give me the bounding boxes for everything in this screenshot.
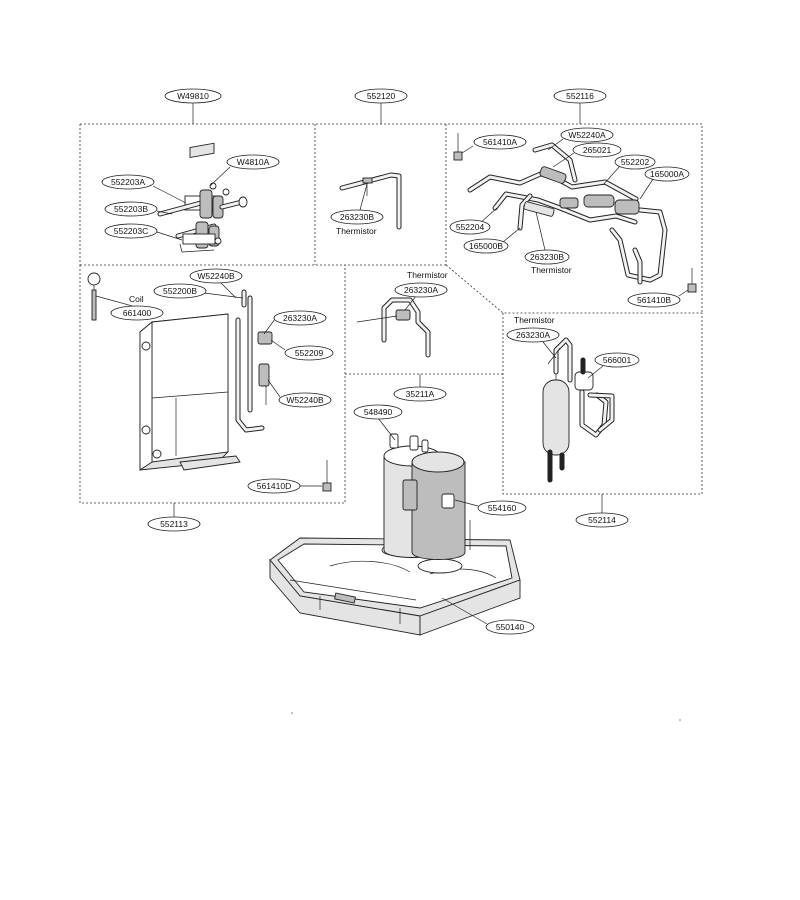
- svg-text:561410D: 561410D: [257, 481, 292, 491]
- group-label-35211a: 35211A: [406, 389, 435, 399]
- group-header-552113[interactable]: 552113: [147, 503, 201, 532]
- frame-552114: [502, 313, 703, 495]
- svg-text:548490: 548490: [364, 407, 393, 417]
- svg-text:552203C: 552203C: [114, 226, 149, 236]
- callout-561410a[interactable]: 561410A: [461, 134, 527, 154]
- callout-552200b[interactable]: 552200B: [153, 283, 244, 299]
- group-label-552120: 552120: [367, 91, 396, 101]
- frame-552113: [79, 265, 346, 504]
- group-header-w49810[interactable]: W49810: [164, 88, 222, 124]
- note-thermistor-1: Thermistor: [336, 226, 377, 236]
- note-thermistor-3: Thermistor: [407, 270, 448, 280]
- svg-text:552203A: 552203A: [111, 177, 145, 187]
- svg-text:661400: 661400: [123, 308, 152, 318]
- stray-mark: [291, 712, 293, 714]
- callout-548490[interactable]: 548490: [353, 404, 403, 441]
- compressor-base-drawing: [269, 433, 521, 636]
- heat-exchanger-drawing: [87, 272, 332, 492]
- stray-mark: [679, 719, 681, 721]
- callout-550140[interactable]: 550140: [441, 597, 535, 635]
- group-label-552113: 552113: [160, 519, 188, 529]
- svg-text:W52240B: W52240B: [286, 395, 324, 405]
- callout-552209[interactable]: 552209: [270, 339, 334, 361]
- callout-w4810a[interactable]: W4810A: [209, 154, 280, 187]
- svg-text:552200B: 552200B: [163, 286, 197, 296]
- callout-566001[interactable]: 566001: [587, 352, 640, 379]
- callout-552202[interactable]: 552202: [602, 154, 656, 186]
- callout-561410b[interactable]: 561410B: [627, 289, 689, 308]
- svg-text:W52240B: W52240B: [197, 271, 235, 281]
- group-header-552116[interactable]: 552116: [553, 88, 607, 124]
- svg-text:552202: 552202: [621, 157, 650, 167]
- callout-w52240b-low[interactable]: W52240B: [267, 379, 332, 408]
- callout-263230b-right[interactable]: 263230B: [524, 211, 570, 265]
- callout-263230a-right[interactable]: 263230A: [506, 327, 560, 359]
- callout-165000b[interactable]: 165000B: [463, 227, 521, 254]
- note-coil: Coil: [129, 294, 144, 304]
- callout-552203c[interactable]: 552203C: [104, 223, 183, 241]
- svg-text:263230A: 263230A: [283, 313, 317, 323]
- callout-661400[interactable]: 661400: [95, 295, 164, 321]
- group-label-552114: 552114: [588, 515, 616, 525]
- callout-263230b-top[interactable]: 263230B: [330, 183, 384, 225]
- callout-263230a-left[interactable]: 263230A: [263, 310, 327, 335]
- callout-165000a[interactable]: 165000A: [639, 166, 690, 200]
- frame-top-row: [80, 123, 703, 312]
- svg-text:552209: 552209: [295, 348, 324, 358]
- callout-w52240a[interactable]: W52240A: [547, 127, 614, 151]
- pipe-harness-drawing: [453, 133, 697, 293]
- svg-text:263230B: 263230B: [340, 212, 374, 222]
- callout-263230a-mid[interactable]: 263230A: [394, 282, 448, 311]
- note-thermistor-2: Thermistor: [531, 265, 572, 275]
- svg-text:263230B: 263230B: [530, 252, 564, 262]
- svg-text:263230A: 263230A: [516, 330, 550, 340]
- callout-w52240b-top[interactable]: W52240B: [189, 268, 243, 299]
- accumulator-drawing: [542, 337, 615, 483]
- svg-text:561410A: 561410A: [483, 137, 517, 147]
- svg-text:554160: 554160: [488, 503, 517, 513]
- valve-assembly-drawing: [157, 142, 248, 253]
- svg-text:552204: 552204: [456, 222, 485, 232]
- svg-text:W4810A: W4810A: [237, 157, 270, 167]
- callout-554160[interactable]: 554160: [454, 499, 527, 516]
- svg-text:W52240A: W52240A: [568, 130, 606, 140]
- frame-552116-bottom: [445, 264, 702, 314]
- svg-text:265021: 265021: [583, 145, 612, 155]
- callout-552204[interactable]: 552204: [449, 207, 498, 235]
- note-thermistor-4: Thermistor: [514, 315, 555, 325]
- svg-text:263230A: 263230A: [404, 285, 438, 295]
- svg-text:552203B: 552203B: [114, 204, 148, 214]
- group-frames: [79, 123, 703, 504]
- callout-552203a[interactable]: 552203A: [101, 174, 187, 204]
- middle-thermistor-pipe-drawing: [356, 297, 431, 358]
- svg-text:566001: 566001: [603, 355, 632, 365]
- svg-text:165000A: 165000A: [650, 169, 684, 179]
- callout-561410d[interactable]: 561410D: [247, 478, 322, 494]
- svg-text:561410B: 561410B: [637, 295, 671, 305]
- svg-text:550140: 550140: [496, 622, 525, 632]
- thermistor-pipe-drawing: [339, 172, 402, 230]
- group-header-552120[interactable]: 552120: [354, 88, 408, 124]
- group-header-552114[interactable]: 552114: [575, 494, 629, 528]
- group-header-35211a[interactable]: 35211A: [393, 374, 447, 402]
- callout-552203b[interactable]: 552203B: [104, 201, 173, 217]
- callout-265021[interactable]: 265021: [552, 142, 622, 168]
- group-label-552116: 552116: [566, 91, 594, 101]
- group-label-w49810: W49810: [177, 91, 209, 101]
- svg-text:165000B: 165000B: [469, 241, 503, 251]
